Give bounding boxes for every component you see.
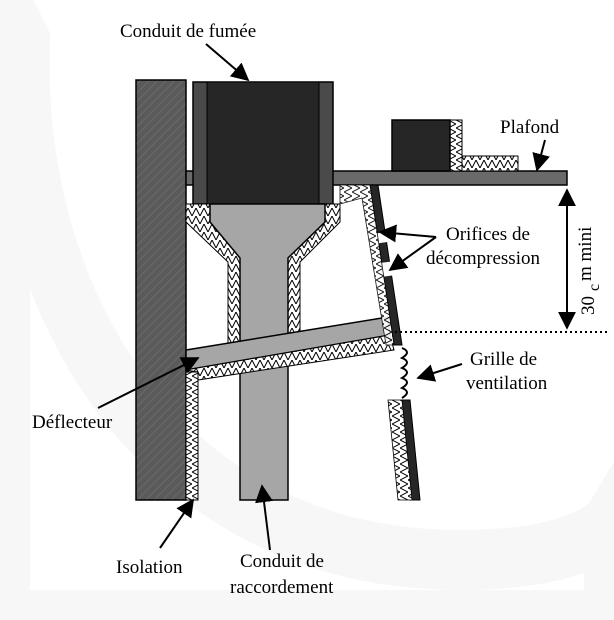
flue-inner [206,81,320,205]
ventilation-grille [399,347,408,399]
wall-insulation-lower [185,371,199,501]
label-grille-line1: Grille de [470,349,537,370]
label-orifices-line2: décompression [426,248,540,269]
label-raccordement-line1: Conduit de [240,551,324,572]
arrow-deflecteur [97,357,200,409]
hood-insulation-lower [387,399,413,501]
hood-insulation-upper [339,184,395,346]
arrow-isolation [159,498,195,549]
distance-unit-c: c [586,284,603,291]
arrow-raccordement [255,484,273,551]
distance-unit-rest: m mini [575,227,596,281]
arrow-grille [416,363,463,382]
arrow-conduit-fumee [205,43,250,82]
label-isolation: Isolation [116,557,183,578]
distance-label: 30 c m mini [575,227,603,315]
label-deflecteur: Déflecteur [32,412,113,433]
wall [135,79,187,501]
arrow-orifice-1 [378,224,437,243]
label-grille-line2: ventilation [466,373,548,394]
label-plafond: Plafond [500,117,560,138]
arrow-orifice-2 [388,236,437,272]
distance-value: 30 [578,296,599,315]
label-raccordement-line2: raccordement [230,577,334,598]
joist-insulation [449,119,463,172]
label-conduit-fumee: Conduit de fumée [120,21,256,42]
label-orifices-line1: Orifices de [446,224,530,245]
arrow-plafond [532,139,550,172]
ceiling-joist [391,119,451,172]
